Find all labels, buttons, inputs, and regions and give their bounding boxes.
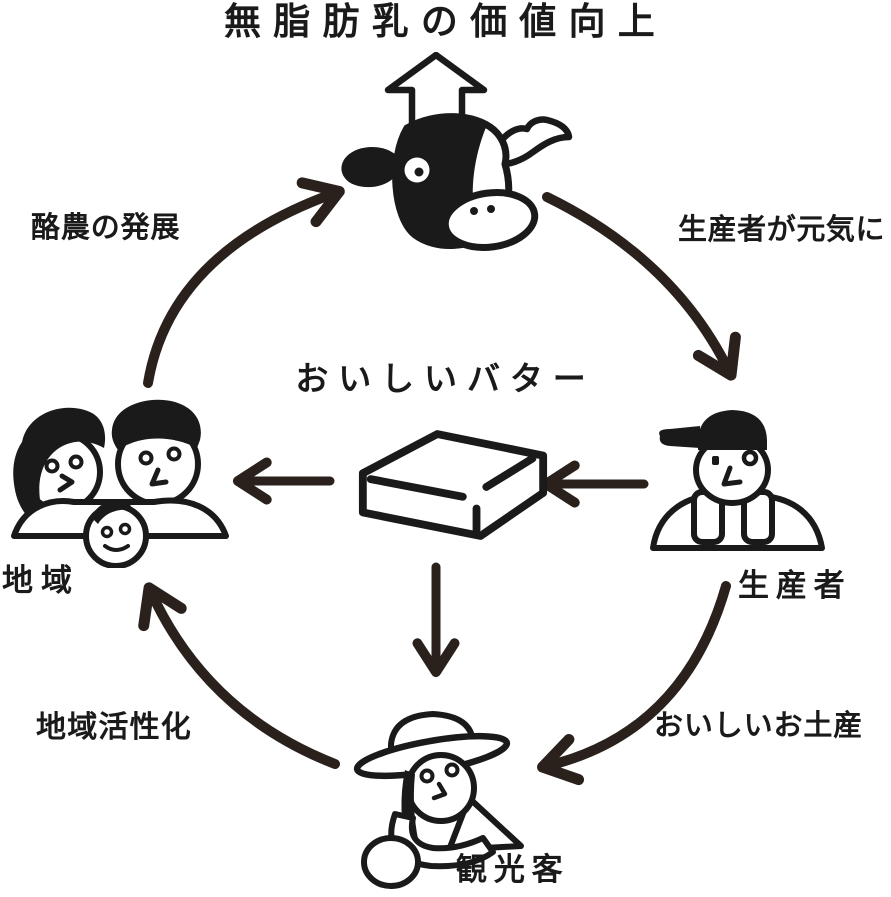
tourist-icon (331, 708, 563, 896)
cow-icon (333, 106, 583, 254)
butter-block-icon (355, 424, 551, 546)
edge-label-producer-energized: 生産者が元気に (678, 214, 886, 246)
arrow-tourist-to-community (138, 582, 340, 769)
edge-label-delicious-souvenir: おいしいお土産 (654, 710, 864, 742)
community-label: 地域 (2, 563, 81, 598)
producer-label: 生産者 (738, 568, 852, 603)
arrow-community-to-cow (143, 177, 345, 388)
edge-label-regional-revitalization: 地域活性化 (36, 711, 192, 744)
edge-label-dairy-development: 酪農の発展 (31, 212, 181, 244)
arrow-producer-to-tourist (537, 581, 731, 786)
page-title: 無脂肪乳の価値向上 (224, 1, 667, 42)
tourist-label: 観光客 (456, 852, 570, 887)
farmer-icon (646, 396, 838, 568)
family-icon (8, 396, 238, 568)
butter-label: おいしいバター (295, 360, 596, 397)
arrow-cow-to-producer (542, 192, 741, 381)
